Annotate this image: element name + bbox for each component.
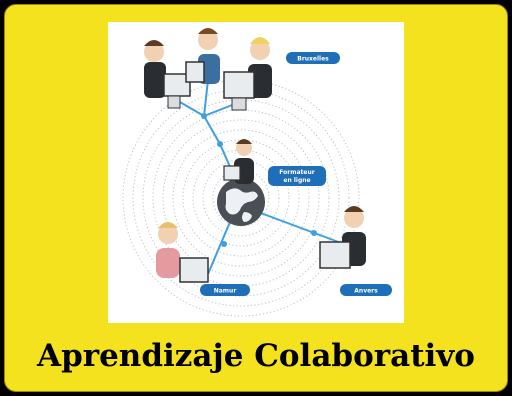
network-svg: Bruxelles Formateur en ligne Namur Anver…: [122, 28, 392, 317]
tag-namur-label: Namur: [214, 288, 237, 295]
tag-namur: Namur: [200, 284, 250, 296]
network-illustration: Bruxelles Formateur en ligne Namur Anver…: [108, 22, 404, 323]
globe-icon: [217, 178, 265, 226]
tag-anvers: Anvers: [340, 284, 392, 296]
person-icon: [156, 222, 209, 283]
trainer-icon: [223, 139, 254, 184]
person-icon: [319, 206, 366, 269]
network-nodes: [201, 113, 317, 247]
tag-bruxelles-label: Bruxelles: [297, 56, 329, 63]
tag-anvers-label: Anvers: [354, 288, 378, 295]
person-icon: [144, 40, 191, 109]
tag-bruxelles: Bruxelles: [286, 52, 340, 64]
tag-formateur-line1: Formateur: [279, 169, 314, 176]
person-icon: [223, 37, 272, 111]
person-icon: [185, 28, 220, 84]
tag-formateur: Formateur en ligne: [268, 166, 326, 186]
page-title: Aprendizaje Colaborativo: [37, 338, 475, 374]
tag-formateur-line2: en ligne: [283, 177, 310, 184]
